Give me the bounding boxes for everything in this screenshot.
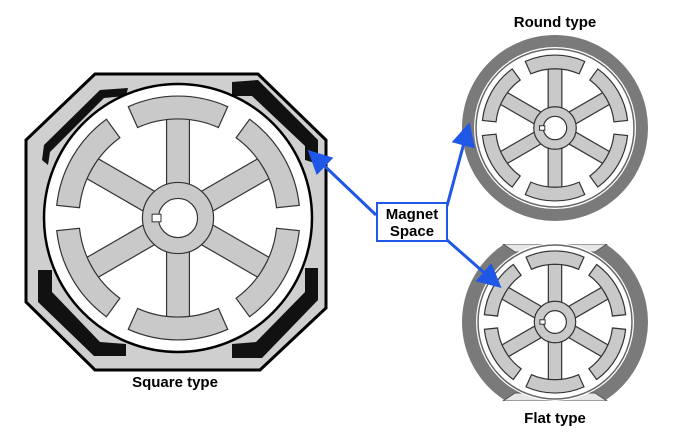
flat-rotor-pole-shoe (525, 250, 585, 271)
square-rotor-pole-shoe (235, 118, 300, 209)
flat-rotor-pole-shoe (525, 373, 585, 394)
square-rotor-pole-shoe (127, 307, 229, 341)
callout-line-1: Magnet (385, 206, 439, 223)
round-rotor-pole-shoe (524, 181, 586, 202)
square-shaft-hole (157, 197, 199, 239)
callout-line-2: Space (389, 223, 435, 240)
square-shaft-keyway (151, 213, 162, 223)
flat-rotor-pole-shoe (588, 327, 627, 381)
flat-rotor-pole-shoe (483, 263, 522, 317)
flat-rotor (483, 250, 627, 394)
arrow-to-flat (446, 238, 502, 288)
flat-rotor-pole-shoe (483, 327, 522, 381)
round-type-label: Round type (513, 14, 597, 31)
round-rotor-pole-shoe (524, 54, 586, 75)
flat-rotor-pole-shoe (588, 263, 627, 317)
flat-shaft-keyway (539, 319, 546, 325)
round-shaft-hole (542, 115, 568, 141)
flat-type-stator (462, 228, 648, 417)
round-type-stator (462, 35, 648, 221)
magnet-space-callout: Magnet Space (376, 202, 448, 242)
square-rotor-pole-shoe (56, 118, 121, 209)
square-magnet-bottom-right (232, 268, 318, 358)
flat-shaft-hole (543, 310, 567, 334)
arrow-to-round (445, 122, 475, 207)
arrow-to-square (307, 149, 378, 217)
square-rotor-pole-shoe (56, 227, 121, 318)
round-rotor-pole-shoe (481, 68, 522, 123)
round-rotor (481, 54, 629, 202)
round-rotor-pole-shoe (588, 133, 629, 188)
square-rotor-pole-shoe (127, 95, 229, 129)
round-shaft-keyway (538, 125, 546, 131)
magnet-space-arrows (307, 122, 502, 288)
flat-type-label: Flat type (524, 410, 586, 427)
square-type-stator (24, 72, 328, 372)
round-rotor-pole-shoe (588, 68, 629, 123)
square-magnet-bottom-left (38, 270, 126, 356)
round-rotor-pole-shoe (481, 133, 522, 188)
square-type-label: Square type (132, 374, 218, 391)
square-rotor-pole-shoe (235, 227, 300, 318)
square-rotor (56, 95, 300, 341)
square-magnet-top-left (42, 88, 128, 165)
